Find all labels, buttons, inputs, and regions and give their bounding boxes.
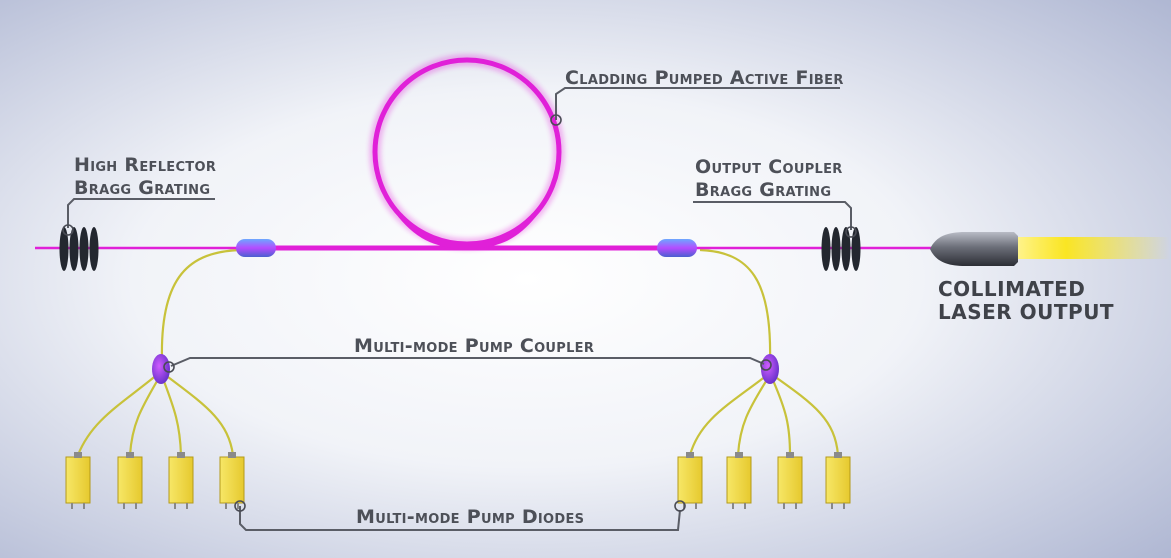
- pump-diode: [168, 452, 194, 509]
- laser-beam: [1010, 237, 1170, 259]
- label-high-reflector-2: Bragg Grating: [74, 177, 210, 199]
- label-active-fiber: Cladding Pumped Active Fiber: [565, 67, 844, 89]
- pump-coupler-left: [152, 354, 170, 384]
- pump-diode: [777, 452, 803, 509]
- label-output-coupler-1: Output Coupler: [695, 156, 843, 178]
- pump-diode: [219, 452, 245, 509]
- pump-fibers: [76, 248, 840, 456]
- collimator: [930, 232, 1170, 266]
- pump-diode: [726, 452, 752, 509]
- splice-coupler-left: [236, 239, 276, 257]
- label-pump-diodes: Multi-mode Pump Diodes: [356, 506, 584, 528]
- leader-lines: [62, 87, 857, 531]
- splice-coupler-right: [657, 239, 697, 257]
- label-high-reflector-1: High Reflector: [74, 154, 216, 176]
- output-coupler-grating: [821, 227, 861, 271]
- label-collimated-2: LASER OUTPUT: [938, 300, 1114, 324]
- active-fiber: [35, 54, 935, 252]
- high-reflector-grating: [59, 227, 99, 271]
- pump-diode: [825, 452, 851, 509]
- pump-diodes-left: [65, 452, 245, 509]
- pump-diode: [677, 452, 703, 509]
- label-pump-coupler: Multi-mode Pump Coupler: [354, 335, 594, 357]
- label-collimated-1: COLLIMATED: [938, 277, 1085, 301]
- pump-diode: [65, 452, 91, 509]
- label-output-coupler-2: Bragg Grating: [695, 179, 831, 201]
- pump-diodes-right: [677, 452, 851, 509]
- pump-diode: [117, 452, 143, 509]
